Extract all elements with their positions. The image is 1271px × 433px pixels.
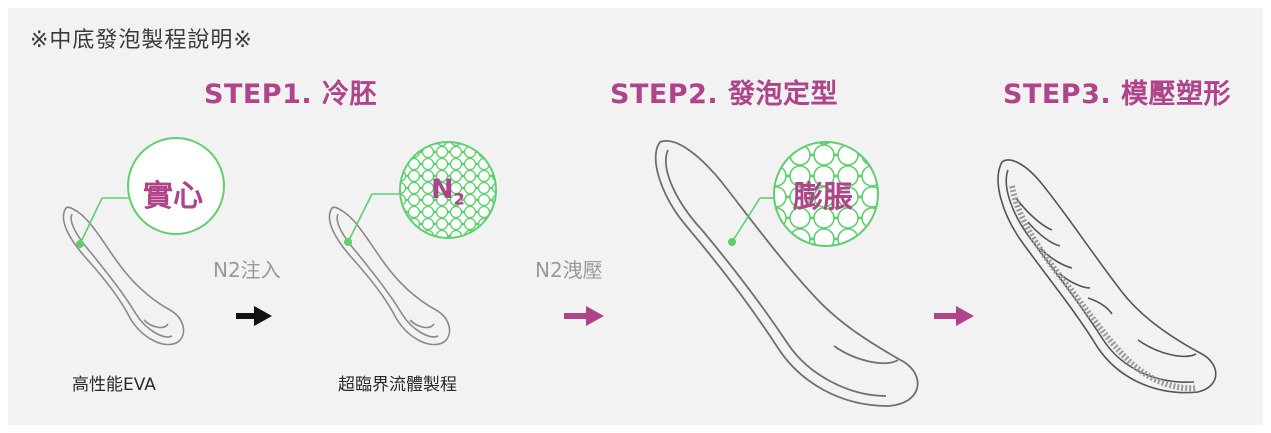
insole-1-outline	[62, 206, 185, 346]
supercritical-caption: 超臨界流體製程	[338, 375, 457, 395]
bubble-n2-label: N2	[431, 174, 465, 209]
arrow-pink-icon-1	[564, 306, 604, 326]
marker-dot-3	[728, 238, 736, 246]
insole-2-outline	[328, 206, 451, 346]
step3-title: STEP3. 模壓塑形	[1003, 79, 1232, 110]
leader-line-1	[79, 197, 103, 245]
eva-caption: 高性能EVA	[72, 375, 156, 395]
bubble-n2	[399, 141, 497, 239]
leader-line-3	[731, 197, 761, 243]
insole-4-tread	[1009, 185, 1197, 392]
diagram-heading: ※中底發泡製程說明※	[30, 28, 253, 53]
leader-line-2	[347, 193, 373, 243]
bubble-solid-label: 實心	[143, 179, 203, 214]
process-release-label: N2洩壓	[535, 258, 603, 282]
process-inject-label: N2注入	[213, 258, 281, 282]
bubble-expand-label: 膨脹	[793, 180, 853, 215]
marker-dot-1	[76, 240, 84, 248]
arrow-black-icon	[236, 306, 272, 326]
step1-title: STEP1. 冷胚	[204, 79, 378, 110]
bubble-solid	[127, 137, 225, 235]
diagram-panel: ※中底發泡製程說明※ STEP1. 冷胚 STEP2. 發泡定型 STEP3. …	[8, 8, 1263, 425]
bubble-expand	[773, 141, 879, 247]
insole-4-outline	[997, 159, 1217, 394]
arrow-pink-icon-2	[934, 306, 974, 326]
marker-dot-2	[344, 238, 352, 246]
insole-3-outline	[654, 140, 919, 407]
diagram-illustration	[62, 137, 1217, 407]
step2-title: STEP2. 發泡定型	[610, 79, 839, 110]
